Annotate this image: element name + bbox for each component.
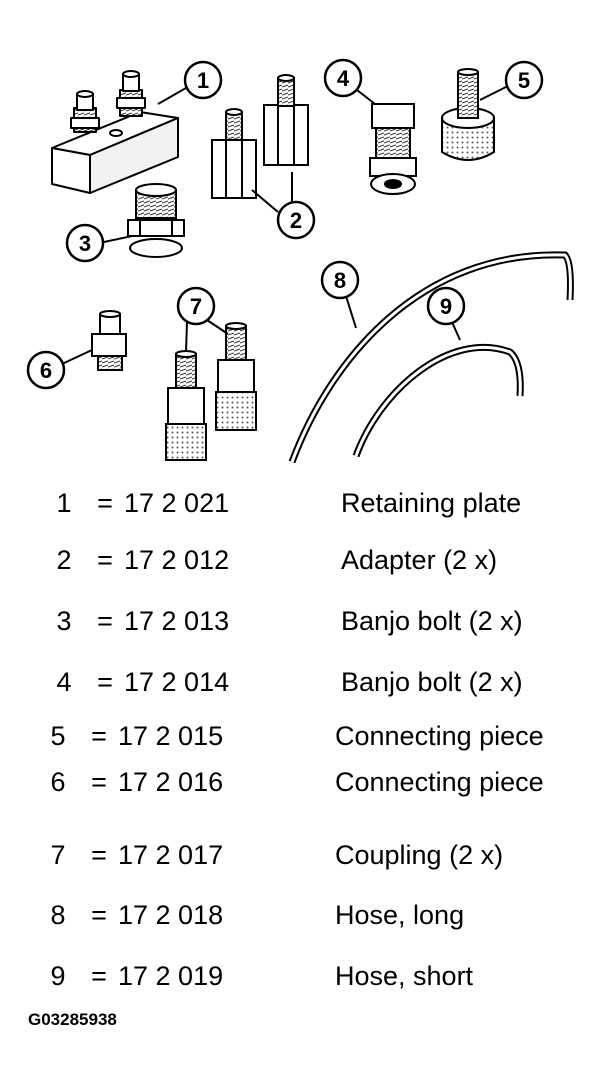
legend-description: Connecting piece xyxy=(335,767,544,797)
legend-description: Hose, long xyxy=(335,900,465,930)
callout-5: 5 xyxy=(504,60,544,100)
legend-part-number: 17 2 012 xyxy=(124,545,230,575)
legend-row-9: 9 = 17 2 019 Hose, short xyxy=(0,960,600,992)
legend-description: Connecting piece xyxy=(335,721,544,751)
svg-text:9: 9 xyxy=(440,294,452,319)
hose-short-drawing xyxy=(352,343,524,458)
leader-lines xyxy=(61,85,509,365)
legend-number: 8 xyxy=(50,900,66,930)
svg-text:6: 6 xyxy=(40,358,52,383)
legend-number: 1 xyxy=(56,488,72,518)
legend-description: Hose, short xyxy=(335,961,474,991)
callout-9: 9 xyxy=(426,286,466,326)
legend-row-2: 2 = 17 2 012 Adapter (2 x) xyxy=(0,544,600,576)
retaining-plate-drawing xyxy=(51,70,179,194)
svg-text:2: 2 xyxy=(290,208,302,233)
connecting-piece-6-drawing xyxy=(91,310,127,371)
legend-row-5: 5 = 17 2 015 Connecting piece xyxy=(0,720,600,752)
legend-equals: = xyxy=(97,667,113,697)
legend-row-3: 3 = 17 2 013 Banjo bolt (2 x) xyxy=(0,605,600,637)
legend-equals: = xyxy=(91,767,107,797)
legend-equals: = xyxy=(91,900,107,930)
legend-row-6: 6 = 17 2 016 Connecting piece xyxy=(0,766,600,798)
parts-illustration: 1 2 3 4 5 6 7 8 xyxy=(26,58,574,464)
legend-description: Retaining plate xyxy=(341,488,522,518)
callout-3: 3 xyxy=(65,223,105,263)
legend-part-number: 17 2 016 xyxy=(118,767,224,797)
legend-row-1: 1 = 17 2 021 Retaining plate xyxy=(0,487,600,519)
legend-description: Adapter (2 x) xyxy=(341,545,498,575)
callout-7: 7 xyxy=(176,286,216,326)
legend-number: 5 xyxy=(50,721,66,751)
legend-number: 4 xyxy=(56,667,72,697)
legend-description: Banjo bolt (2 x) xyxy=(341,667,523,697)
figure-id: G03285938 xyxy=(28,1010,117,1029)
banjo-bolt-4-drawing xyxy=(369,103,417,195)
svg-text:7: 7 xyxy=(190,294,202,319)
legend-description: Coupling (2 x) xyxy=(335,840,504,870)
svg-text:5: 5 xyxy=(518,68,530,93)
legend-part-number: 17 2 013 xyxy=(124,606,230,636)
legend-equals: = xyxy=(97,488,113,518)
legend-equals: = xyxy=(91,721,107,751)
svg-text:4: 4 xyxy=(337,66,350,91)
legend-equals: = xyxy=(91,961,107,991)
callout-8: 8 xyxy=(320,260,360,300)
legend-equals: = xyxy=(97,545,113,575)
svg-text:1: 1 xyxy=(197,68,209,93)
svg-text:8: 8 xyxy=(334,268,346,293)
legend-part-number: 17 2 021 xyxy=(124,488,230,518)
legend-row-7: 7 = 17 2 017 Coupling (2 x) xyxy=(0,839,600,871)
callout-2: 2 xyxy=(276,200,316,240)
callout-6: 6 xyxy=(26,350,66,390)
legend-number: 9 xyxy=(50,961,66,991)
legend-equals: = xyxy=(97,606,113,636)
legend-part-number: 17 2 019 xyxy=(118,961,224,991)
adapter-drawing xyxy=(211,74,309,199)
legend-part-number: 17 2 015 xyxy=(118,721,224,751)
coupling-drawing xyxy=(165,322,257,461)
banjo-bolt-3-drawing xyxy=(127,183,185,258)
legend-description: Banjo bolt (2 x) xyxy=(341,606,523,636)
legend-number: 7 xyxy=(50,840,66,870)
svg-text:3: 3 xyxy=(79,231,91,256)
legend-part-number: 17 2 014 xyxy=(124,667,230,697)
legend-part-number: 17 2 018 xyxy=(118,900,224,930)
hose-long-drawing xyxy=(288,251,574,464)
connecting-piece-5-drawing xyxy=(441,68,495,161)
legend-part-number: 17 2 017 xyxy=(118,840,224,870)
legend-number: 2 xyxy=(56,545,72,575)
legend-number: 3 xyxy=(56,606,72,636)
legend-row-8: 8 = 17 2 018 Hose, long xyxy=(0,899,600,931)
legend-equals: = xyxy=(91,840,107,870)
legend-row-4: 4 = 17 2 014 Banjo bolt (2 x) xyxy=(0,666,600,698)
callout-1: 1 xyxy=(183,60,223,100)
callout-4: 4 xyxy=(323,58,363,98)
legend-number: 6 xyxy=(50,767,66,797)
